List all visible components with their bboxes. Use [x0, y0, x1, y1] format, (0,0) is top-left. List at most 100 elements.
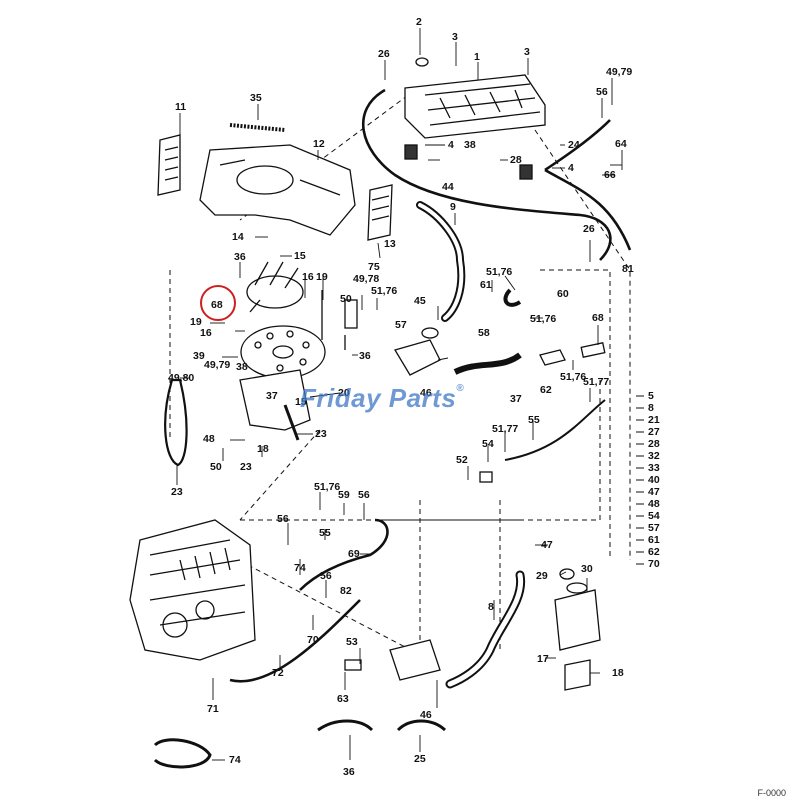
callout-56: 56: [277, 513, 289, 525]
callout-49-79: 44: [442, 181, 454, 193]
callout-51-77: 52: [456, 454, 468, 466]
callout-49-79: 46: [420, 387, 432, 399]
callout-73: 70: [307, 634, 319, 646]
legend-item: 48: [648, 498, 660, 510]
callout-30: 29: [536, 570, 548, 582]
engine-block-part: [129, 519, 256, 661]
callout-11: 13: [384, 238, 396, 250]
cooling-fan-part: [246, 261, 304, 313]
hose-part: [299, 518, 389, 591]
callout-4: 4: [448, 139, 454, 151]
callout-72: 69: [348, 548, 360, 560]
callout-13: 15: [294, 250, 306, 262]
callout-19: 19: [316, 271, 328, 283]
callout-51-76: 51,76: [530, 313, 556, 325]
legend-item: 32: [648, 450, 660, 462]
callout-51-76: 51,77: [492, 423, 518, 435]
callout-46: 50: [340, 293, 352, 305]
callout-69: 66: [604, 169, 616, 181]
grommet-part: [404, 144, 418, 160]
callout-23: 23: [240, 461, 252, 473]
legend-item: 8: [648, 402, 654, 414]
pump-housing-part: [239, 369, 311, 431]
callout-73: 71: [207, 703, 219, 715]
callout-81: 74: [229, 754, 241, 766]
callout-1: 1: [474, 51, 480, 63]
callout-51-77: 53: [346, 636, 358, 648]
legend-item: 33: [648, 462, 660, 474]
callout-60: 58: [478, 327, 490, 339]
v-belt-part: [164, 378, 188, 467]
callout-65: 62: [540, 384, 552, 396]
legend-item: 21: [648, 414, 660, 426]
hose-coil-part: [153, 738, 212, 769]
callout-23: 23: [315, 428, 327, 440]
figure-code: F-0000: [757, 788, 786, 798]
thermostat-housing-part: [394, 339, 441, 376]
hose-part: [361, 88, 612, 261]
bracket-part: [344, 299, 358, 329]
filler-cap-part: [415, 57, 429, 67]
legend-item: 54: [648, 510, 660, 522]
legend-item: 61: [648, 534, 660, 546]
callout-59: 59: [338, 489, 350, 501]
callout-6: 8: [488, 601, 494, 613]
callout-53: 55: [528, 414, 540, 426]
grommet-part: [519, 164, 533, 180]
callout-82: 75: [368, 261, 380, 273]
callout-34: 35: [250, 92, 262, 104]
callout-58: 57: [395, 319, 407, 331]
callout-leader-lines: [176, 28, 623, 761]
callout-63: 60: [557, 288, 569, 300]
callout-labels: 2 3 1 3 26 49,79 56 64 66 11 35 12 4 38 …: [168, 16, 634, 778]
callout-A: 82: [340, 585, 352, 597]
legend-item: 28: [648, 438, 660, 450]
legend-item: 5: [648, 390, 654, 402]
callout-36: 36: [234, 251, 246, 263]
callout-29: 28: [510, 154, 522, 166]
callout-20: 20: [338, 387, 350, 399]
callout-43: 49,79: [204, 359, 230, 371]
callout-3: 3: [452, 31, 458, 43]
parts-legend-list: 5 8 21 27 28 32 33 40 47 48 54 57 61 62 …: [636, 390, 660, 570]
callout-46: 51,76: [371, 285, 397, 297]
callout-2: 2: [416, 16, 422, 28]
callout-50: 51,76: [314, 481, 340, 493]
callout-38: 38: [236, 361, 248, 373]
highlight-circle: [200, 285, 236, 321]
legend-item: 47: [648, 486, 660, 498]
callout-26: 26: [583, 223, 595, 235]
callout-49-77: 37: [510, 393, 522, 405]
callout-51-76: 51,76: [560, 371, 586, 383]
callout-64: 61: [480, 279, 492, 291]
fan-shroud-part: [199, 144, 356, 236]
callout-36: 36: [359, 350, 371, 362]
callout-49-78: 47: [541, 539, 553, 551]
callout-52: 54: [482, 438, 494, 450]
callout-42: 49,80: [168, 372, 194, 384]
callout-37: 37: [266, 390, 278, 402]
callout-12: 14: [232, 231, 244, 243]
callout-56: 56: [358, 489, 370, 501]
callout-66: 63: [337, 693, 349, 705]
callout-56: 56: [596, 86, 608, 98]
callout-39: 39: [193, 350, 205, 362]
callout-55: 55: [319, 527, 331, 539]
callout-18: 18: [612, 667, 624, 679]
legend-item: 27: [648, 426, 660, 438]
callout-26: 26: [378, 48, 390, 60]
callout-16: 16: [302, 271, 314, 283]
callout-19: 19: [190, 316, 202, 328]
callout-9: 11: [175, 101, 186, 113]
lower-hose-part: [445, 570, 526, 689]
legend-item: 62: [648, 546, 660, 558]
radiator-core-part: [404, 74, 546, 139]
callout-10: 12: [313, 138, 325, 150]
legend-item: 70: [648, 558, 660, 570]
callout-44: 49,79: [606, 66, 632, 78]
callout-A: 81: [622, 263, 634, 275]
callout-49-79: 46: [420, 709, 432, 721]
legend-item: 40: [648, 474, 660, 486]
callout-14: 15: [295, 396, 307, 408]
